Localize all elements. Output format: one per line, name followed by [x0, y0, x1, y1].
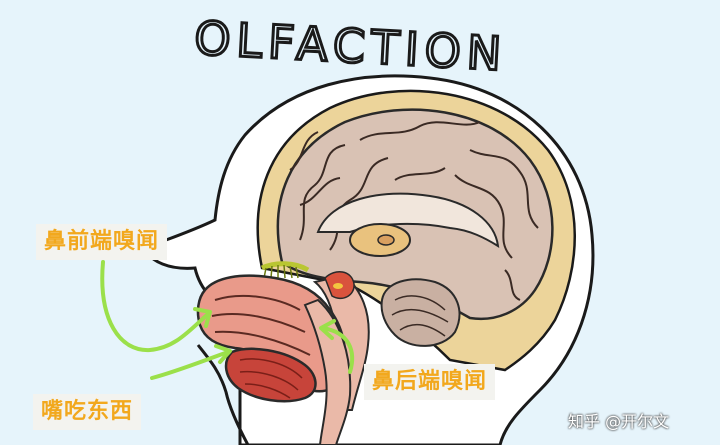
pharynx	[303, 298, 352, 445]
nasal-turbinates	[211, 294, 311, 356]
eating-arrow	[150, 350, 230, 380]
retronasal-arrow	[320, 326, 355, 374]
eating-label: 嘴吃东西	[33, 394, 142, 430]
orthonasal-arrow	[100, 260, 210, 353]
page-title: OLFACTION	[193, 11, 509, 81]
brain-gyri	[289, 121, 539, 301]
retronasal-label: 鼻后端嗅闻	[364, 364, 496, 400]
smell-arrows	[100, 260, 355, 380]
tongue-lines	[239, 358, 303, 399]
orthonasal-arrowhead	[193, 307, 212, 328]
eating-arrowhead	[214, 344, 232, 364]
thalamus-core	[377, 234, 395, 246]
pituitary-spot	[333, 283, 343, 289]
source-credit: 知乎 @开尔文	[568, 412, 670, 431]
cerebellum-folds	[391, 295, 449, 337]
olfactory-bulb	[260, 261, 310, 273]
olfactory-nerve-fibers	[263, 264, 299, 279]
orthonasal-label: 鼻前端嗅闻	[36, 224, 168, 260]
retronasal-arrowhead	[319, 319, 336, 340]
corpus-callosum	[316, 192, 500, 248]
